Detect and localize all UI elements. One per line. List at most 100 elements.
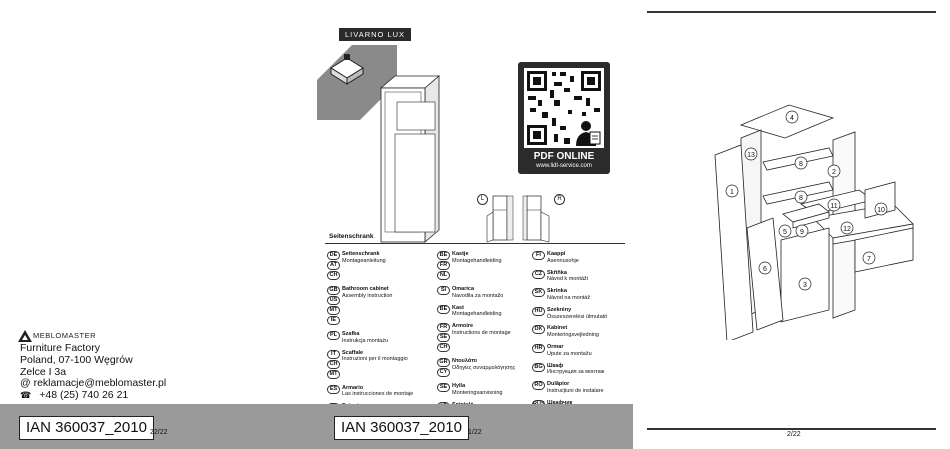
part-label: 6 <box>763 266 767 273</box>
country-code-badge: FR <box>437 261 450 270</box>
country-code-badge: SE <box>437 333 450 343</box>
language-product-name: Шкаф <box>547 362 564 369</box>
language-instruction-title: Monteringsvejledning <box>547 332 599 339</box>
brand-name: LIVARNO LUX <box>345 30 406 39</box>
back-cover-page: MEBLOMASTER Furniture Factory Poland, 07… <box>0 0 317 449</box>
language-instruction-title: Montagehandleiding <box>452 311 502 318</box>
language-instruction-title: Összeszerelési útmutató <box>547 313 608 320</box>
language-product-name: Kabinet <box>547 325 568 332</box>
country-code-badge: IE <box>327 316 340 325</box>
qr-url: www.lidl-service.com <box>536 163 592 169</box>
country-codes: RO <box>532 381 545 391</box>
country-code-badge: SE <box>437 383 450 393</box>
language-product-name: Шкафчик <box>547 399 573 406</box>
part-label: 2 <box>832 169 836 176</box>
language-product-name: Kaappi <box>547 251 566 257</box>
country-code-badge: MT <box>327 369 340 379</box>
language-instruction-title: Montagehandleiding <box>452 257 502 264</box>
corner-banner <box>317 45 397 120</box>
country-codes: FI <box>532 251 545 261</box>
product-caption: Seitenschrank <box>329 233 374 240</box>
parts-overview-page: 1 2 3 4 5 6 7 8 8 9 10 11 12 13 2/22 <box>633 0 950 449</box>
cabinet-left-variant <box>486 195 514 243</box>
language-product-name: Armoire <box>452 323 474 330</box>
language-instruction-title: Upute za montažu <box>547 350 592 357</box>
country-codes: HU <box>532 306 545 317</box>
country-code-badge: MT <box>327 306 340 315</box>
language-instruction-title: Monteringsanvisning <box>452 389 503 396</box>
language-instruction-title: Instruzioni per il montaggio <box>342 356 408 363</box>
ian-number: IAN 360037_2010 <box>334 416 469 440</box>
triangle-logo-icon <box>18 330 32 342</box>
country-code-badge: US <box>327 296 340 305</box>
country-code-badge: CY <box>437 368 450 378</box>
country-code-badge: CH <box>437 343 450 353</box>
page-number: 2/22 <box>787 431 801 438</box>
qr-heading: PDF ONLINE <box>533 151 595 162</box>
country-code-badge: BE <box>437 251 450 260</box>
language-product-name: Szekrény <box>547 306 572 313</box>
language-product-name: Kast <box>452 304 464 311</box>
language-instruction-title: Návod k montáži <box>547 276 588 283</box>
part-label: 11 <box>830 203 837 210</box>
ian-number: IAN 360037_2010 <box>19 416 154 440</box>
part-label: 9 <box>800 229 804 236</box>
country-code-badge: SK <box>532 288 545 298</box>
cover-page: LIVARNO LUX Seitenschrank <box>317 0 633 449</box>
country-code-badge: BE <box>437 304 450 314</box>
footer-rule <box>647 428 936 430</box>
language-product-name: Skříňka <box>547 269 567 276</box>
language-product-name: Ντουλάπι <box>452 358 477 365</box>
contact-line-address: Poland, 07-100 Węgrów <box>20 354 133 366</box>
country-codes: DK <box>532 325 545 335</box>
part-label: 12 <box>843 226 851 233</box>
country-codes: HR <box>532 343 545 354</box>
country-code-badge: CH <box>327 271 340 280</box>
language-product-name: Ormar <box>547 343 564 350</box>
country-code-badge: HR <box>532 343 545 353</box>
toolbox-icon <box>330 54 364 85</box>
part-label: 8 <box>799 195 803 202</box>
country-code-badge: FR <box>437 323 450 333</box>
country-code-badge: CZ <box>532 269 545 279</box>
qr-code-icon <box>524 68 604 148</box>
contact-email: @ reklamacje@meblomaster.pl <box>20 377 167 389</box>
country-code-badge: NL <box>437 271 450 280</box>
country-codes: SK <box>532 288 545 298</box>
language-instruction-title: Návod na montáž <box>547 294 591 301</box>
page-number: 22/22 <box>150 429 168 436</box>
language-instruction-title: Navodila za montažo <box>452 292 504 299</box>
language-product-name: Szafka <box>342 331 360 337</box>
part-label: 10 <box>877 207 885 214</box>
language-product-name: Kastje <box>452 251 469 257</box>
country-code-badge: GB <box>327 286 340 295</box>
language-product-name: Hylla <box>452 383 466 390</box>
cabinet-right-variant <box>522 195 550 243</box>
country-codes: BG <box>532 362 545 373</box>
header-rule <box>647 11 936 13</box>
language-instruction-title: Instructions de montage <box>452 329 511 336</box>
language-instruction-title: Montageanleitung <box>342 257 386 264</box>
language-instruction-title: Las instrucciones de montaje <box>342 391 414 398</box>
country-codes: SI <box>437 286 450 296</box>
